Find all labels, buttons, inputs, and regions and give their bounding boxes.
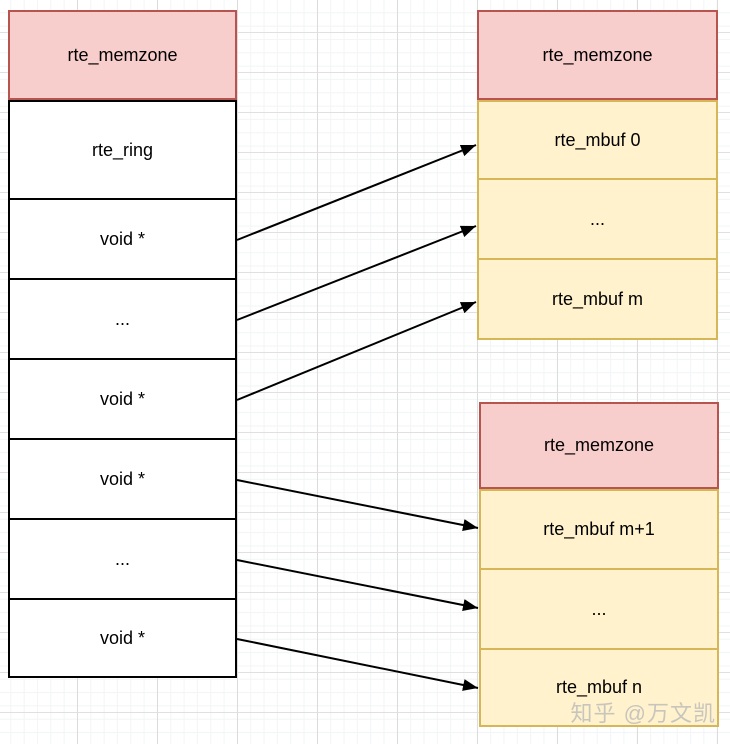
mbuf-memzone-table-bottom: rte_memzone rte_mbuf m+1 ... rte_mbuf n xyxy=(479,402,719,727)
arrow-void2-to-mbufm xyxy=(236,301,477,401)
cell-void-ptr-3: void * xyxy=(8,438,237,520)
cell-rte-mbuf-n: rte_mbuf n xyxy=(479,648,719,727)
cell-rte-mbuf-m: rte_mbuf m xyxy=(477,258,718,340)
arrow-dots1-to-dots xyxy=(236,225,477,321)
cell-ellipsis-1: ... xyxy=(8,278,237,360)
cell-mbuf-ellipsis-2: ... xyxy=(479,568,719,650)
arrow-void4-to-mbufn xyxy=(236,638,479,691)
watermark: 知乎 @万文凯 xyxy=(570,701,716,726)
cell-void-ptr-1: void * xyxy=(8,198,237,280)
arrow-dots2-to-dots xyxy=(236,559,479,611)
cell-mbuf-ellipsis-1: ... xyxy=(477,178,718,260)
cell-ellipsis-2: ... xyxy=(8,518,237,600)
pointer-memzone-header: rte_memzone xyxy=(8,10,237,100)
mbuf-memzone-bottom-header: rte_memzone xyxy=(479,402,719,489)
cell-void-ptr-4: void * xyxy=(8,598,237,678)
arrow-void3-to-mbufm1 xyxy=(236,479,479,531)
cell-rte-ring: rte_ring xyxy=(8,100,237,200)
cell-void-ptr-2: void * xyxy=(8,358,237,440)
mbuf-memzone-top-header: rte_memzone xyxy=(477,10,718,100)
pointer-memzone-table: rte_memzone rte_ring void * ... void * v… xyxy=(8,10,237,678)
cell-rte-mbuf-m1: rte_mbuf m+1 xyxy=(479,489,719,570)
cell-rte-mbuf-0: rte_mbuf 0 xyxy=(477,100,718,180)
mbuf-memzone-table-top: rte_memzone rte_mbuf 0 ... rte_mbuf m xyxy=(477,10,718,340)
arrow-void1-to-mbuf0 xyxy=(236,144,477,241)
